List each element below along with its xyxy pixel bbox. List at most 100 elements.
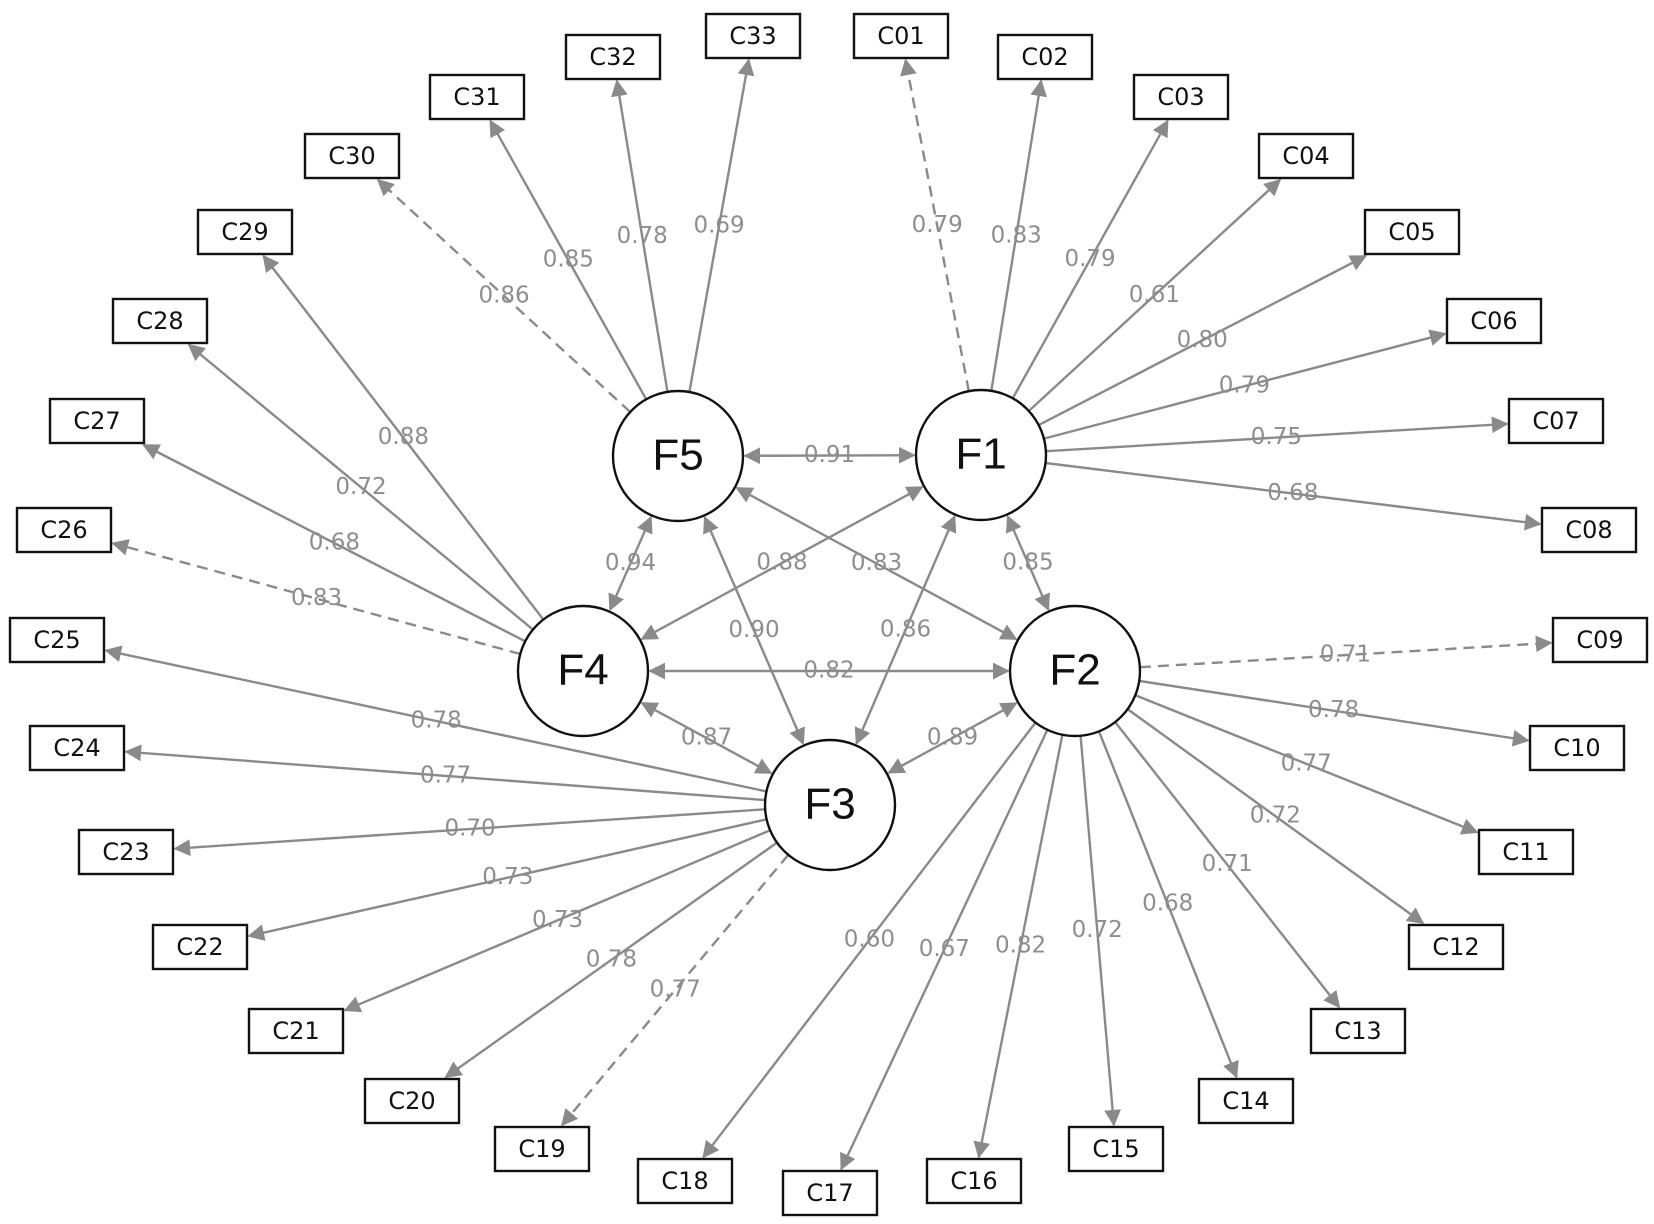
loading-arrow-f4-c26 bbox=[111, 539, 521, 656]
indicator-box bbox=[1309, 1007, 1407, 1055]
indicator-c17: C17 bbox=[781, 1169, 879, 1217]
indicator-c25: C25 bbox=[8, 616, 106, 664]
loading-arrow-f3-c23 bbox=[173, 808, 766, 857]
indicator-label: C08 bbox=[1565, 516, 1612, 544]
indicator-box bbox=[1257, 132, 1355, 180]
loading-label-c08: 0.68 bbox=[1267, 480, 1318, 506]
indicator-label: C02 bbox=[1021, 43, 1068, 71]
loading-label-c25: 0.78 bbox=[411, 707, 462, 733]
indicator-box bbox=[77, 828, 175, 876]
loading-arrow-f2-c09 bbox=[1139, 635, 1553, 669]
indicator-box bbox=[1132, 73, 1230, 121]
factor-label: F2 bbox=[1049, 646, 1100, 695]
indicator-box bbox=[1540, 506, 1638, 554]
loading-arrow-f1-c01 bbox=[900, 58, 970, 392]
indicator-label: C22 bbox=[176, 933, 223, 961]
indicator-label: C30 bbox=[328, 142, 375, 170]
indicator-c06: C06 bbox=[1445, 297, 1543, 345]
loading-label-c26: 0.83 bbox=[291, 585, 342, 611]
factor-label: F3 bbox=[804, 780, 855, 829]
indicator-c04: C04 bbox=[1257, 132, 1355, 180]
indicator-c01: C01 bbox=[852, 12, 950, 60]
indicator-label: C09 bbox=[1576, 626, 1623, 654]
correlation-label-f5-f4: 0.94 bbox=[605, 550, 656, 576]
loading-arrow-f3-c20 bbox=[444, 841, 778, 1078]
indicator-c26: C26 bbox=[15, 506, 113, 554]
loading-arrow-f2-c16 bbox=[973, 734, 1064, 1159]
indicator-box bbox=[564, 33, 662, 81]
loading-label-c18: 0.60 bbox=[844, 926, 895, 952]
factor-circle bbox=[611, 389, 745, 523]
loading-arrow-f2-c11 bbox=[1134, 694, 1479, 835]
indicator-box bbox=[1507, 397, 1605, 445]
indicator-box bbox=[925, 1157, 1023, 1205]
indicator-label: C06 bbox=[1470, 307, 1517, 335]
factor-circle bbox=[516, 604, 650, 738]
indicator-box bbox=[1407, 923, 1505, 971]
indicator-c19: C19 bbox=[493, 1125, 591, 1173]
indicator-box bbox=[1067, 1125, 1165, 1173]
indicator-box bbox=[1363, 208, 1461, 256]
indicator-c18: C18 bbox=[636, 1157, 734, 1205]
factor-label: F4 bbox=[557, 646, 608, 695]
indicator-label: C20 bbox=[388, 1087, 435, 1115]
indicator-label: C16 bbox=[950, 1167, 997, 1195]
loading-arrow-f2-c14 bbox=[1097, 730, 1239, 1079]
indicator-label: C29 bbox=[221, 218, 268, 246]
indicator-label: C26 bbox=[40, 516, 87, 544]
indicator-box bbox=[704, 12, 802, 60]
indicator-box bbox=[48, 397, 146, 445]
factor-label: F5 bbox=[652, 431, 703, 480]
indicator-label: C15 bbox=[1092, 1135, 1139, 1163]
indicator-box bbox=[196, 208, 294, 256]
loading-label-c14: 0.68 bbox=[1142, 891, 1193, 917]
factor-circle bbox=[914, 388, 1048, 522]
loading-label-c29: 0.88 bbox=[378, 424, 429, 450]
indicator-label: C25 bbox=[33, 626, 80, 654]
indicator-label: C01 bbox=[877, 22, 924, 50]
factor-circle bbox=[1008, 604, 1142, 738]
loading-label-c03: 0.79 bbox=[1064, 246, 1115, 272]
loading-label-c10: 0.78 bbox=[1308, 697, 1359, 723]
correlation-arrow-f5-f3 bbox=[703, 515, 805, 746]
loading-arrow-f1-c07 bbox=[1045, 416, 1509, 453]
loading-label-c24: 0.77 bbox=[420, 762, 471, 788]
factor-f3: F3 bbox=[763, 738, 897, 872]
loading-arrow-f3-c22 bbox=[247, 818, 767, 941]
loading-arrow-f5-c31 bbox=[489, 119, 648, 400]
indicator-c31: C31 bbox=[428, 73, 526, 121]
indicator-label: C14 bbox=[1222, 1087, 1269, 1115]
loading-label-c05: 0.80 bbox=[1177, 327, 1228, 353]
loading-label-c33: 0.69 bbox=[693, 213, 744, 239]
indicator-label: C21 bbox=[272, 1017, 319, 1045]
factor-f4: F4 bbox=[516, 604, 650, 738]
indicator-box bbox=[8, 616, 106, 664]
indicator-box bbox=[111, 297, 209, 345]
correlation-label-f3-f2: 0.89 bbox=[927, 725, 978, 751]
factor-f1: F1 bbox=[914, 388, 1048, 522]
indicator-box bbox=[1197, 1077, 1295, 1125]
loading-label-c04: 0.61 bbox=[1129, 282, 1180, 308]
indicator-label: C05 bbox=[1388, 218, 1435, 246]
indicator-c32: C32 bbox=[564, 33, 662, 81]
correlation-label-f5-f1: 0.91 bbox=[804, 442, 855, 468]
edges-layer bbox=[104, 58, 1553, 1171]
indicator-c20: C20 bbox=[363, 1077, 461, 1125]
indicator-c08: C08 bbox=[1540, 506, 1638, 554]
indicator-c14: C14 bbox=[1197, 1077, 1295, 1125]
loading-label-c28: 0.72 bbox=[335, 474, 386, 500]
indicator-c30: C30 bbox=[303, 132, 401, 180]
loading-label-c23: 0.70 bbox=[444, 816, 495, 842]
indicator-label: C18 bbox=[661, 1167, 708, 1195]
indicator-box bbox=[852, 12, 950, 60]
correlation-label-f5-f3: 0.90 bbox=[728, 617, 779, 643]
correlation-arrow-f5-f1 bbox=[743, 446, 916, 465]
loading-arrow-f1-c04 bbox=[1027, 178, 1282, 412]
factor-f5: F5 bbox=[611, 389, 745, 523]
loading-arrow-f1-c06 bbox=[1043, 329, 1447, 440]
loading-label-c16: 0.82 bbox=[995, 932, 1046, 958]
loading-arrow-f2-c18 bbox=[702, 721, 1037, 1159]
indicator-c28: C28 bbox=[111, 297, 209, 345]
indicator-c27: C27 bbox=[48, 397, 146, 445]
